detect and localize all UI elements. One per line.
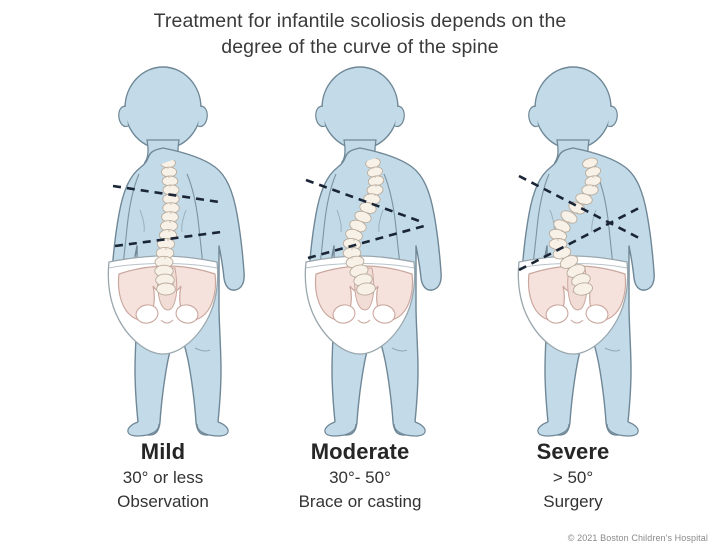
cobb-angle-measurement-lines [305, 178, 425, 260]
copyright-notice: © 2021 Boston Children's Hospital [567, 533, 708, 543]
title-line-2: degree of the curve of the spine [221, 36, 499, 58]
cobb-angle-measurement-lines [112, 184, 222, 248]
moderate-treatment-text: Brace or casting [298, 492, 422, 511]
spine-column [548, 148, 602, 296]
cobb-line-lower [114, 230, 222, 248]
moderate-degree-text: 30°- 50° [329, 468, 391, 487]
cobb-angle-measurement-lines [518, 174, 640, 272]
cobb-line-upper [518, 174, 640, 240]
moderate-caption: Moderate 30°- 50° Brace or casting [230, 438, 490, 514]
title-line-1: Treatment for infantile scoliosis depend… [153, 10, 567, 32]
infant-body-silhouette [521, 66, 655, 437]
mild-scoliosis-infant-figure [47, 62, 279, 442]
mild-treatment-text: Observation [117, 492, 209, 511]
cobb-line-upper [305, 178, 423, 224]
moderate-severity-name: Moderate [310, 439, 410, 464]
severe-caption: Severe > 50° Surgery [443, 438, 703, 514]
cobb-line-lower [307, 224, 425, 260]
severe-severity-name: Severe [536, 439, 610, 464]
mild-caption: Mild 30° or less Observation [33, 438, 293, 514]
mild-degree-text: 30° or less [122, 468, 204, 487]
infant-body-silhouette [111, 66, 245, 437]
mild-severity-name: Mild [140, 439, 186, 464]
severe-treatment-text: Surgery [543, 492, 603, 511]
spine-column [342, 148, 385, 296]
page-title: Treatment for infantile scoliosis depend… [0, 8, 720, 60]
severe-scoliosis-infant-figure [457, 62, 689, 442]
moderate-scoliosis-infant-figure [244, 62, 476, 442]
severe-degree-text: > 50° [552, 468, 594, 487]
cobb-line-upper [112, 184, 220, 204]
cobb-line-lower [518, 206, 640, 272]
